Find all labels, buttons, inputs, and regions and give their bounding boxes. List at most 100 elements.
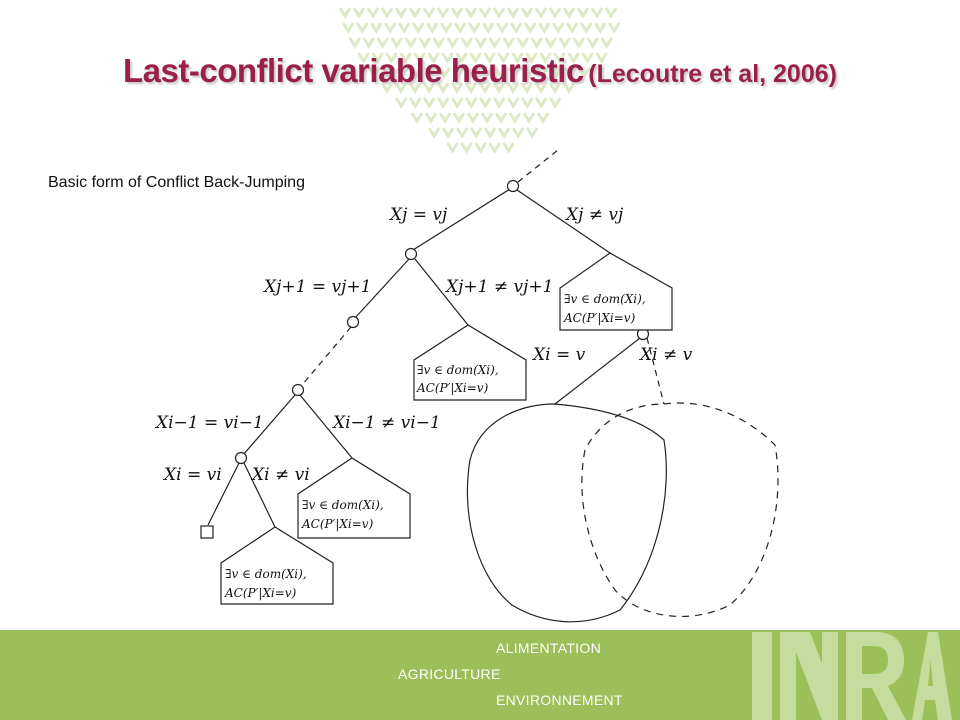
leaf-mark [511, 52, 524, 64]
edge-i-left [207, 462, 240, 526]
leaf-mark [593, 22, 607, 34]
dashed-subtree-region [581, 402, 779, 617]
edge-root-right [516, 189, 611, 254]
tree-node-j1 [404, 247, 418, 261]
leaf-mark [422, 82, 436, 94]
leaf-mark [436, 82, 450, 94]
leaf-mark [453, 22, 467, 34]
leaf-mark [436, 7, 450, 19]
leaf-mark [525, 52, 538, 64]
leaf-mark [600, 37, 613, 49]
leaf-mark [562, 82, 576, 94]
leaf-mark [572, 37, 585, 49]
edge-i-right [243, 462, 276, 528]
leaf-mark [564, 67, 577, 79]
footer-word-agriculture: AGRICULTURE [398, 666, 501, 682]
leaf-mark [348, 37, 361, 49]
subtree-box-i1 [297, 457, 411, 539]
leaf-mark [497, 127, 511, 139]
leaf-mark [366, 7, 380, 19]
leaf-mark [595, 52, 608, 64]
box-i1-line2: AC(P′|Xi=v) [301, 517, 374, 531]
leaf-mark [483, 127, 497, 139]
leaf-mark [380, 7, 394, 19]
footer-bar: ALIMENTATION AGRICULTURE ENVIRONNEMENT [0, 630, 960, 720]
subtree-box-j1 [413, 324, 527, 401]
leaf-mark [523, 22, 537, 34]
leaf-mark [446, 37, 459, 49]
label-xi-neq-left: Xi ≠ vi [250, 465, 310, 485]
leaf-mark [469, 52, 482, 64]
leaf-mark [380, 82, 394, 94]
leaf-mark [558, 37, 571, 49]
leaf-mark [494, 112, 508, 124]
leaf-mark [492, 97, 506, 109]
label-xj1-neq: Xj+1 ≠ vj+1 [444, 277, 553, 297]
leaf-mark [427, 52, 440, 64]
leaf-mark [466, 112, 480, 124]
box-j1-line2: AC(P′|Xi=v) [416, 381, 489, 395]
leaf-mark [581, 52, 594, 64]
leaf-mark [464, 82, 478, 94]
leaf-mark [590, 7, 604, 19]
edge-xi-right [646, 337, 665, 405]
leaf-mark [464, 7, 478, 19]
leaf-mark [579, 22, 593, 34]
title-main: Last-conflict variable heuristic [123, 52, 584, 89]
edge-i1-left [242, 394, 296, 456]
leaf-mark [565, 22, 579, 34]
subtree-box-i [220, 526, 334, 605]
leaf-mark [455, 127, 469, 139]
leaf-mark [411, 22, 425, 34]
leaf-mark [341, 22, 355, 34]
leaf-mark [502, 142, 515, 154]
leaf-mark [390, 37, 403, 49]
leaf-mark [396, 67, 409, 79]
leaf-mark [466, 67, 479, 79]
leaf-mark [494, 67, 507, 79]
leaf-mark [607, 22, 621, 34]
leaf-mark [488, 37, 501, 49]
slide-subtitle: Basic form of Conflict Back-Jumping [48, 174, 305, 191]
leaf-mark [394, 97, 408, 109]
leaf-mark [480, 112, 494, 124]
edge-j1-left [354, 258, 410, 319]
leaf-mark [427, 127, 441, 139]
leaf-mark [404, 37, 417, 49]
edge-root-left [412, 188, 511, 251]
edge-xi-left [554, 337, 641, 405]
leaf-mark [452, 67, 465, 79]
leaf-mark [439, 22, 453, 34]
solution-leaf [200, 525, 214, 539]
edge-i1-right [299, 394, 353, 459]
leaf-mark [508, 112, 522, 124]
leaf-mark [536, 67, 549, 79]
leaf-mark [382, 67, 395, 79]
leaf-mark [436, 97, 450, 109]
leaf-mark [450, 97, 464, 109]
box-i1-line1: ∃v ∈ dom(Xi), [302, 498, 384, 512]
leaf-mark [399, 52, 412, 64]
box-j1-line1: ∃v ∈ dom(Xi), [417, 363, 499, 377]
label-xi1-neq: Xi−1 ≠ vi−1 [331, 413, 441, 433]
edge-root-parent [517, 149, 559, 183]
leaf-mark [536, 112, 550, 124]
leaf-mark [464, 97, 478, 109]
leaf-mark [362, 37, 375, 49]
leaf-mark [424, 67, 437, 79]
label-xj-neq: Xj ≠ vj [564, 205, 624, 225]
footer-word-alimentation: ALIMENTATION [496, 640, 601, 656]
leaf-mark [483, 52, 496, 64]
leaf-mark [450, 82, 464, 94]
leaf-mark [534, 82, 548, 94]
leaf-mark [520, 7, 534, 19]
leaf-mark [410, 67, 423, 79]
leaf-mark [368, 67, 381, 79]
leaf-mark [410, 112, 424, 124]
leaf-mark [438, 67, 451, 79]
leaf-mark [562, 7, 576, 19]
solid-subtree-region [466, 403, 667, 623]
leaf-mark [474, 37, 487, 49]
leaf-mark [394, 82, 408, 94]
tree-node-i1 [291, 383, 305, 397]
